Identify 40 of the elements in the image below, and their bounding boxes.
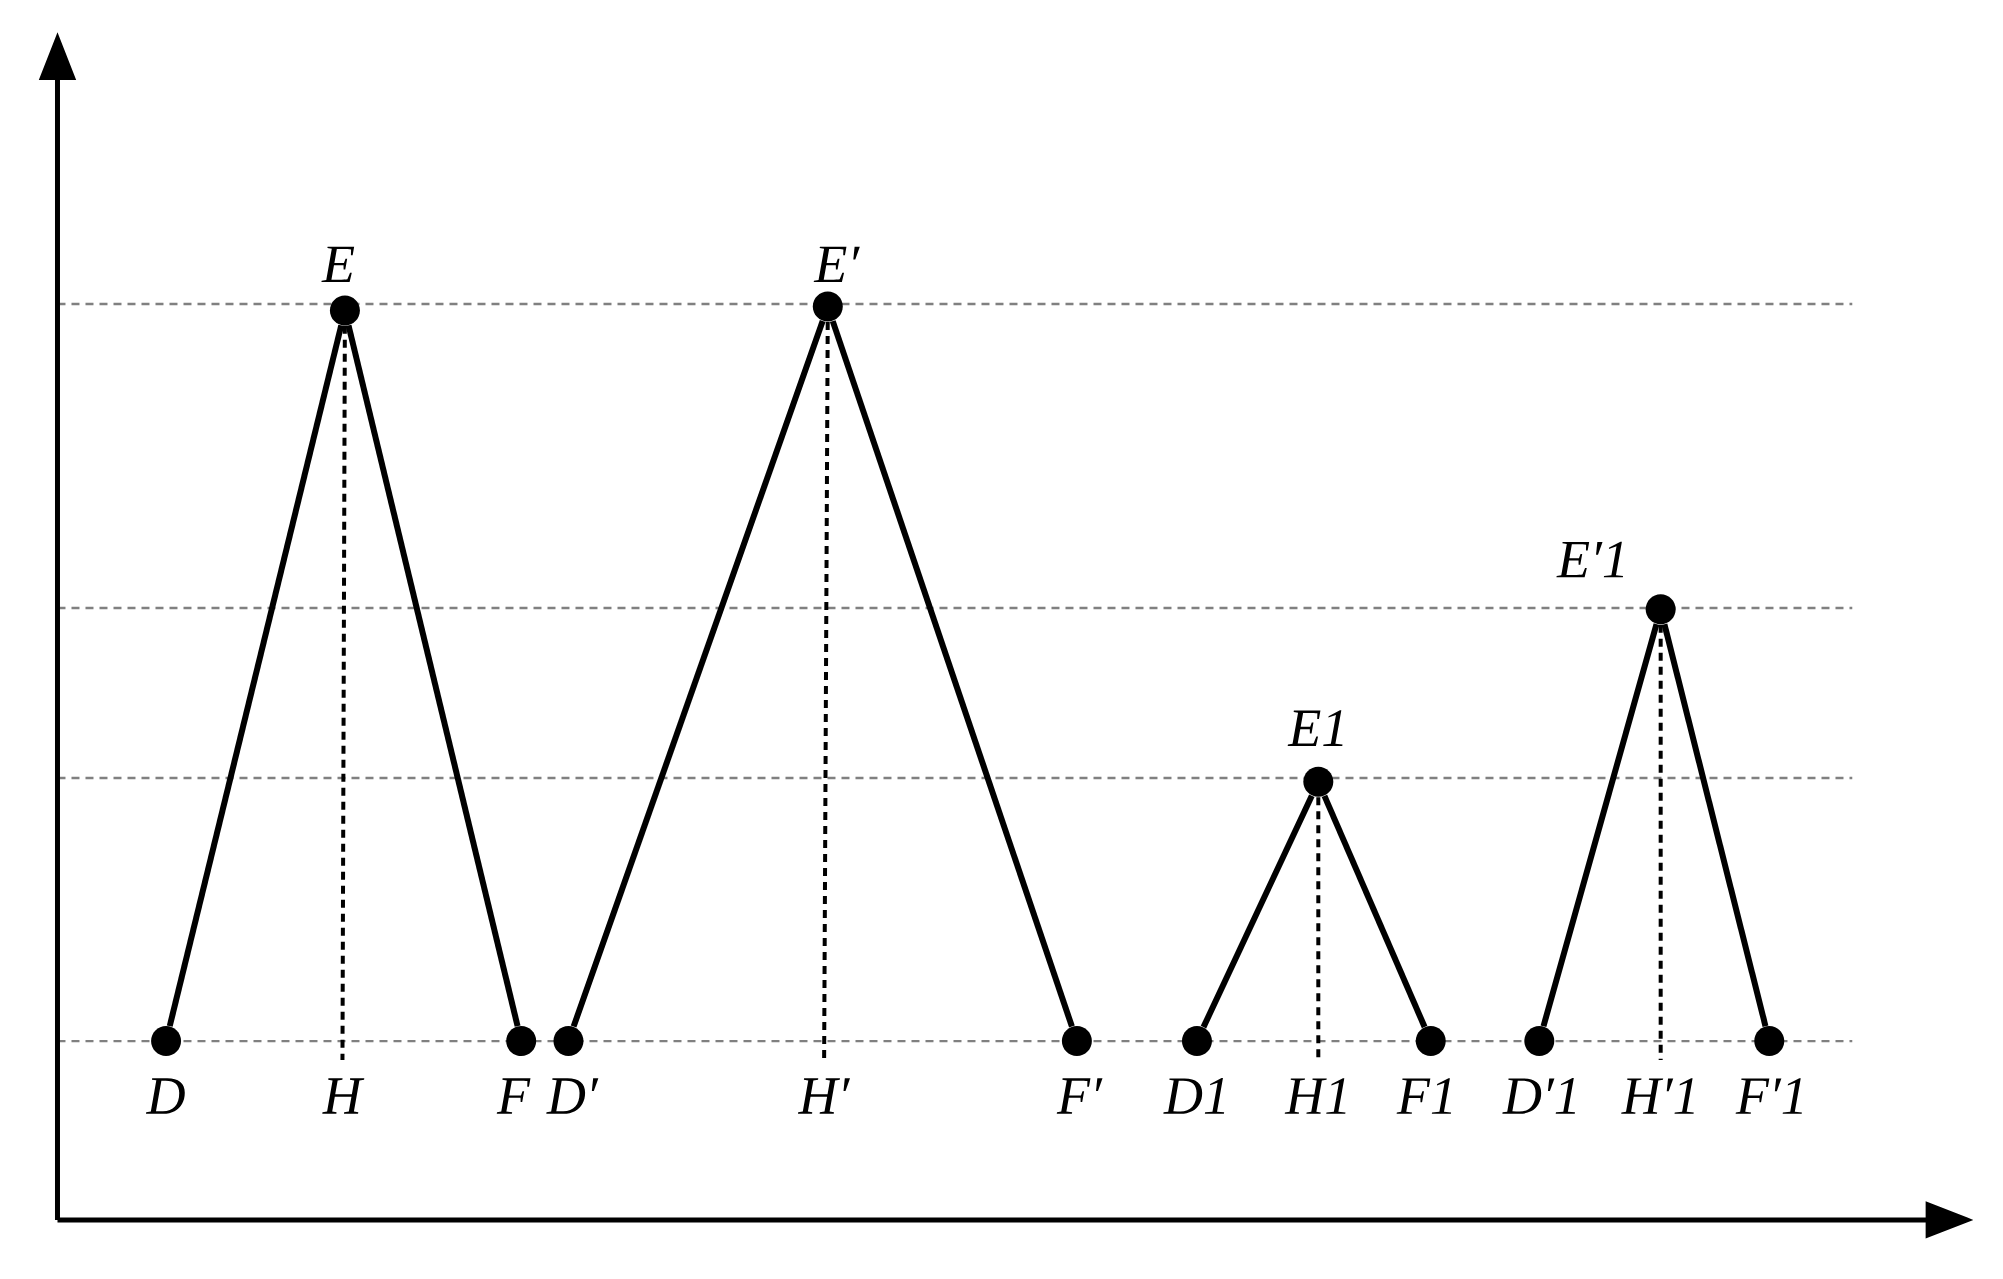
- point-dot: [329, 295, 360, 326]
- point-dot: [1061, 1026, 1092, 1057]
- point-label: D: [146, 1078, 185, 1114]
- point-dot: [1754, 1026, 1785, 1057]
- point-label: E′1: [1556, 541, 1624, 578]
- line: [166, 324, 345, 1027]
- point-label: D′: [546, 1078, 599, 1114]
- dashed-line: [1316, 797, 1321, 1060]
- point-dot: [151, 1026, 182, 1057]
- line: [345, 324, 521, 1027]
- point-dot: [812, 291, 843, 322]
- point-dot: [553, 1026, 584, 1057]
- line: [1540, 623, 1660, 1028]
- point-label: D′1: [1502, 1078, 1575, 1114]
- line: [1321, 794, 1428, 1029]
- point-dot: [1415, 1026, 1446, 1057]
- point-dot: [506, 1026, 537, 1057]
- point-label: F′1: [1735, 1078, 1802, 1114]
- point-label: E1: [1287, 710, 1343, 746]
- point-label: H1: [1284, 1078, 1346, 1114]
- point-label: H′: [798, 1078, 850, 1114]
- point-label: F′: [1056, 1078, 1103, 1114]
- line: [1661, 623, 1769, 1027]
- point-dot: [1645, 594, 1676, 625]
- line: [1200, 794, 1315, 1029]
- dashed-line: [822, 321, 830, 1061]
- point-dot: [1524, 1026, 1555, 1057]
- point-label: E: [321, 246, 355, 283]
- line: [570, 320, 826, 1028]
- point-dot: [1303, 766, 1334, 797]
- dashed-line: [1658, 624, 1663, 1060]
- point-label: E′: [813, 246, 860, 283]
- point-label: F: [496, 1078, 531, 1114]
- line: [829, 320, 1075, 1028]
- point-label: H′1: [1621, 1078, 1694, 1114]
- dashed-line: [340, 325, 347, 1061]
- point-label: D1: [1163, 1078, 1225, 1114]
- point-label: F1: [1396, 1078, 1452, 1114]
- point-dot: [1181, 1026, 1212, 1057]
- point-label: H: [322, 1078, 365, 1114]
